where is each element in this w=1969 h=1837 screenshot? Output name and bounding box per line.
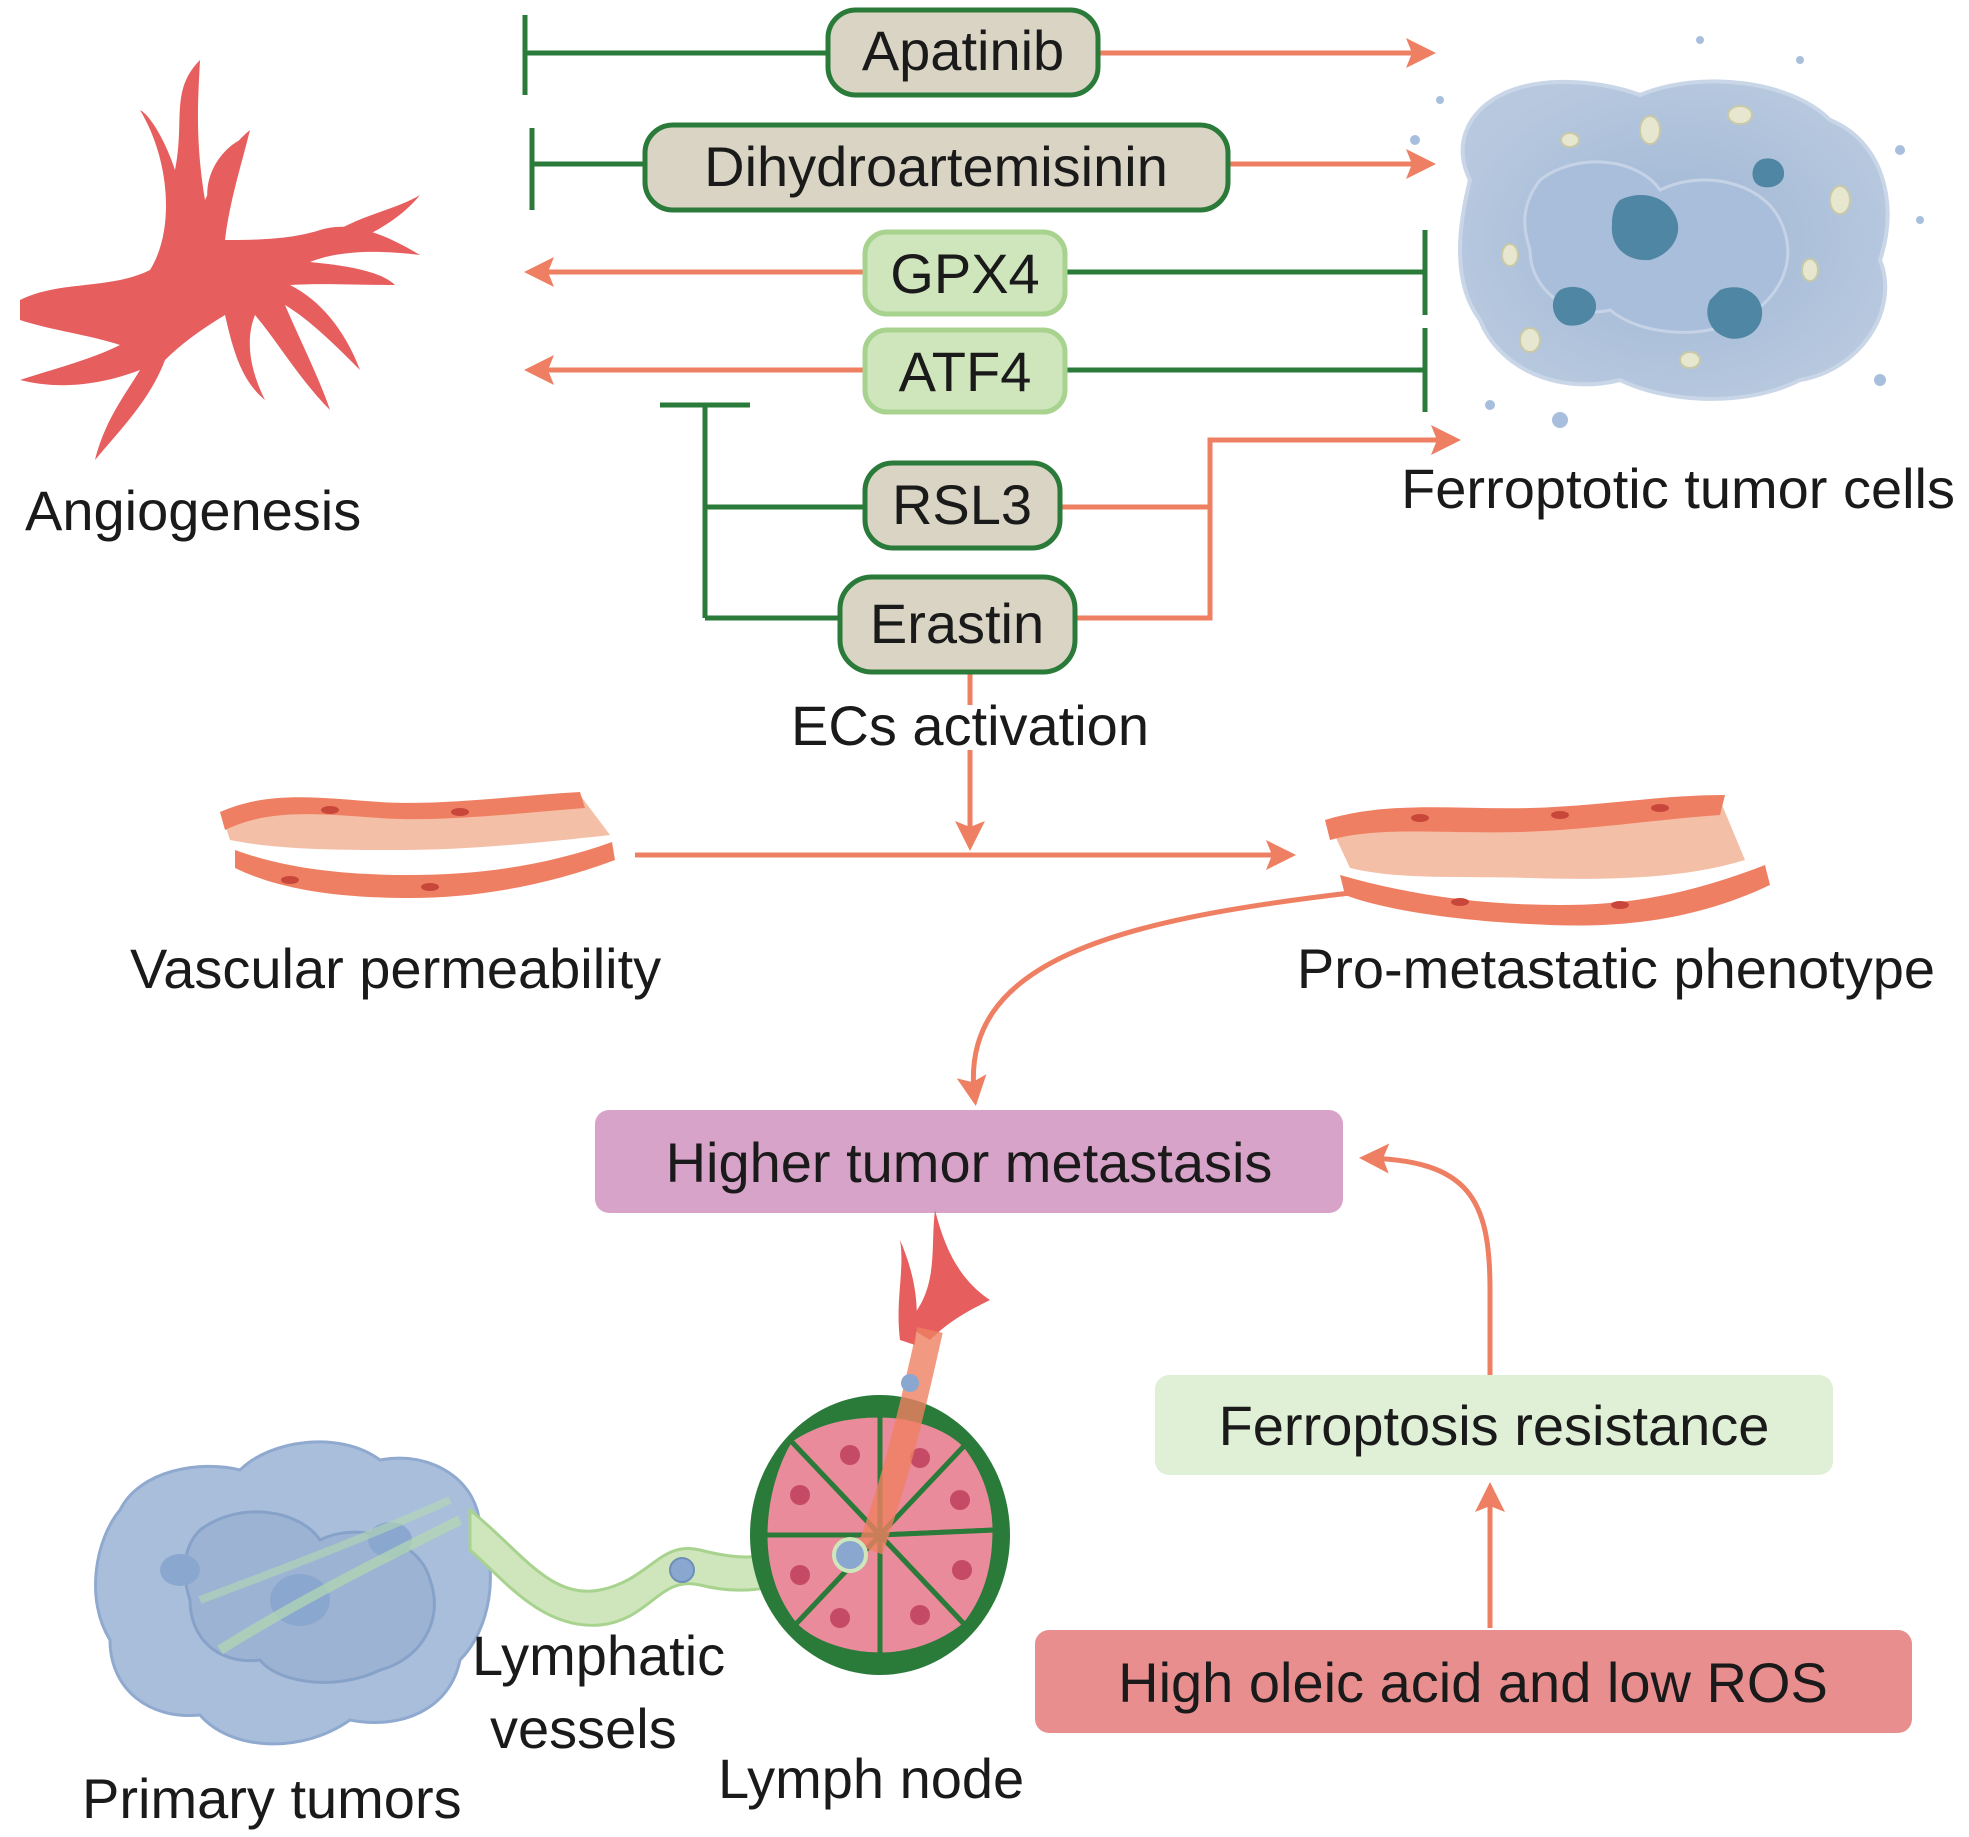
higher-tumor-metastasis-label: Higher tumor metastasis (666, 1131, 1273, 1194)
node-rsl3: RSL3 (862, 460, 1063, 551)
lymph-node-label: Lymph node (718, 1747, 1024, 1810)
pathway-edges (522, 15, 1505, 1628)
node-apatinib: Apatinib (825, 7, 1101, 98)
node-dihydroartemisinin: Dihydroartemisinin (642, 122, 1231, 213)
lymph-node-icon (750, 1210, 1010, 1675)
ecs-activation-label: ECs activation (791, 694, 1149, 757)
node-higher-tumor-metastasis: Higher tumor metastasis (595, 1110, 1343, 1213)
dihydroartemisinin-label: Dihydroartemisinin (704, 135, 1168, 198)
node-ferroptosis-resistance: Ferroptosis resistance (1155, 1375, 1833, 1475)
ferroptotic-tumor-cells-label: Ferroptotic tumor cells (1401, 457, 1955, 520)
angiogenesis-vessel-icon (20, 60, 420, 460)
angiogenesis-label: Angiogenesis (25, 479, 361, 542)
primary-tumors-icon (94, 1440, 492, 1746)
resistance-to-metastasis (1359, 1143, 1493, 1375)
pro-metastatic-vessel-icon (1325, 795, 1770, 926)
rsl3-erastin-activate-ferroptosis (1060, 440, 1455, 621)
node-atf4: ATF4 (862, 327, 1068, 415)
high-oleic-acid-label: High oleic acid and low ROS (1118, 1651, 1828, 1714)
prometastatic-to-metastasis (956, 890, 1351, 1106)
gpx4-label: GPX4 (890, 242, 1039, 305)
vascular-permeability-vessel-icon (220, 792, 615, 898)
vessels-label: vessels (490, 1697, 677, 1760)
lymphatic-label: Lymphatic (472, 1624, 725, 1687)
node-gpx4: GPX4 (862, 229, 1068, 317)
rsl3-label: RSL3 (892, 473, 1032, 536)
vascular-permeability-label: Vascular permeability (130, 937, 661, 1000)
rsl3-erastin-inhibit-atf4 (702, 405, 865, 621)
ferroptotic-tumor-cells-icon (1410, 36, 1924, 428)
atf4-label: ATF4 (899, 340, 1032, 403)
pro-metastatic-phenotype-label: Pro-metastatic phenotype (1297, 937, 1935, 1000)
ferroptosis-resistance-label: Ferroptosis resistance (1219, 1394, 1770, 1457)
node-erastin: Erastin (837, 574, 1078, 675)
apatinib-label: Apatinib (862, 19, 1064, 82)
node-high-oleic-acid: High oleic acid and low ROS (1035, 1630, 1912, 1733)
primary-tumors-label: Primary tumors (82, 1767, 462, 1830)
erastin-label: Erastin (870, 592, 1044, 655)
